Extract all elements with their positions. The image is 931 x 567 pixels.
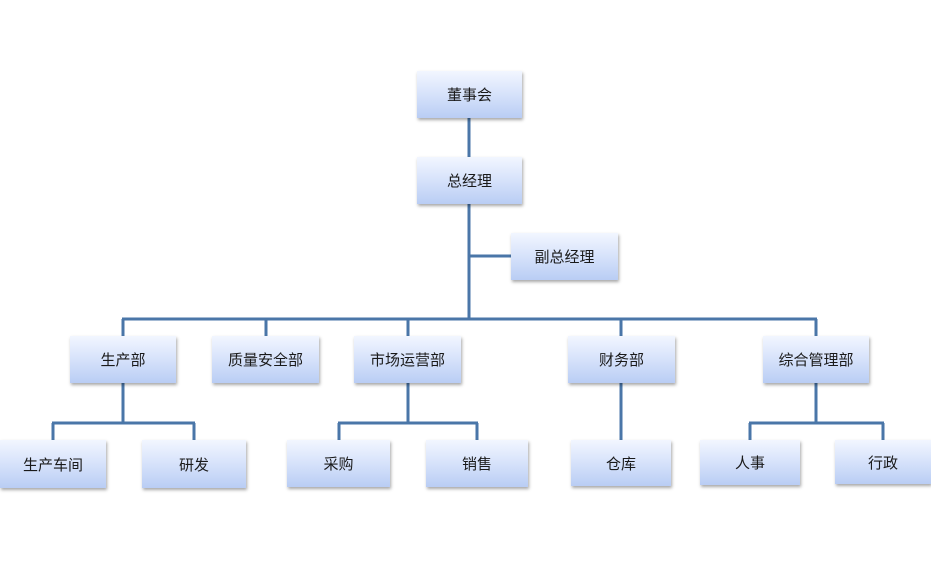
node-human-resources: 人事: [700, 440, 800, 485]
node-general-management-department: 综合管理部: [763, 336, 869, 383]
node-label: 财务部: [598, 351, 644, 369]
node-label: 生产车间: [22, 455, 83, 474]
node-label: 销售: [461, 455, 492, 473]
node-label: 综合管理部: [778, 351, 854, 369]
node-research-development: 研发: [142, 440, 246, 488]
node-label: 研发: [178, 455, 209, 474]
node-deputy-general-manager: 副总经理: [511, 233, 618, 280]
node-sales: 销售: [426, 440, 528, 487]
node-administration: 行政: [835, 440, 931, 484]
node-production-department: 生产部: [70, 336, 176, 383]
node-board-of-directors: 董事会: [417, 71, 522, 118]
node-production-workshop: 生产车间: [0, 440, 106, 488]
node-label: 质量安全部: [227, 351, 303, 369]
node-label: 行政: [867, 453, 898, 472]
node-market-operations-department: 市场运营部: [354, 336, 461, 383]
node-finance-department: 财务部: [568, 336, 675, 383]
node-label: 市场运营部: [369, 351, 445, 369]
node-label: 副总经理: [534, 248, 595, 266]
node-purchasing: 采购: [287, 440, 390, 487]
node-label: 总经理: [446, 172, 492, 190]
node-label: 董事会: [446, 86, 492, 104]
node-label: 采购: [323, 455, 354, 473]
node-label: 生产部: [100, 351, 146, 369]
node-label: 仓库: [605, 454, 636, 473]
node-label: 人事: [734, 454, 765, 472]
node-warehouse: 仓库: [571, 440, 671, 486]
node-general-manager: 总经理: [417, 157, 522, 204]
node-quality-safety-department: 质量安全部: [212, 336, 319, 383]
